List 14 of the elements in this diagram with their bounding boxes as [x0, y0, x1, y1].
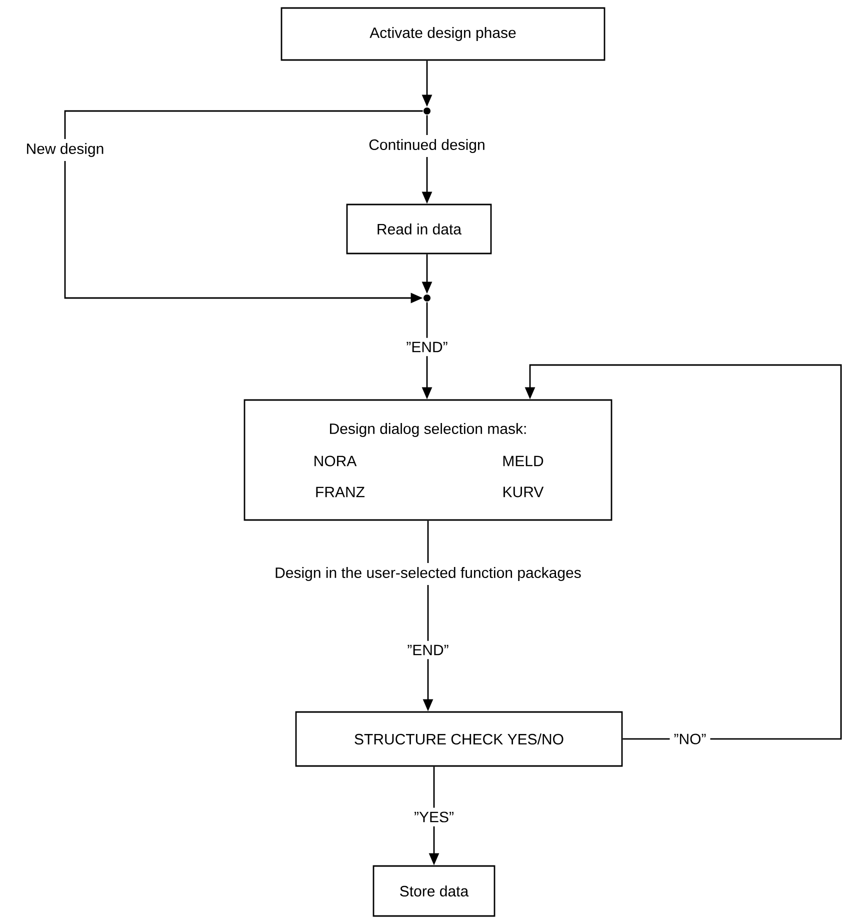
edge-label: New design: [22, 139, 108, 161]
dialog-box: Design dialog selection mask: NORA MELD FRANZ KURV: [244, 399, 612, 521]
junction-dot: [424, 294, 430, 302]
edge-label: ”NO”: [670, 730, 710, 748]
process-box: Activate design phase: [280, 7, 606, 61]
edge-label: ”YES”: [410, 808, 458, 826]
edge-label: ”END”: [403, 640, 453, 660]
junction-dot: [424, 108, 430, 114]
process-box: Read in data: [346, 204, 492, 254]
process-box: Store data: [372, 865, 496, 917]
edge-label: ”END”: [402, 338, 452, 356]
edge-label: Continued design: [364, 135, 490, 157]
flow-note: Design in the user-selected function packages: [270, 563, 586, 585]
decision-box: STRUCTURE CHECK YES/NO: [295, 711, 623, 767]
